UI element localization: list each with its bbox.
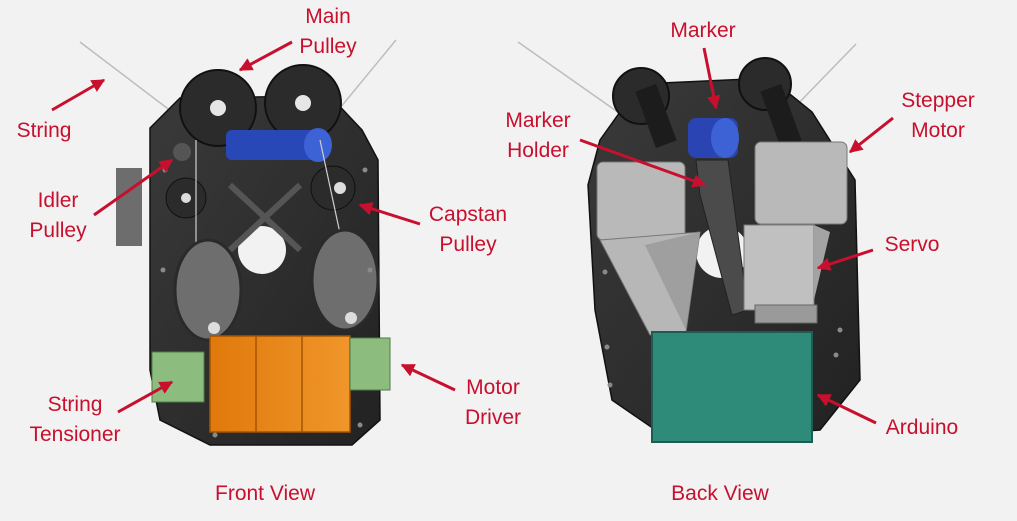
- left-oval-cover: [173, 238, 243, 342]
- main-pulley: [179, 64, 342, 147]
- string-right-back: [789, 43, 857, 113]
- right-stepper-motor: [754, 141, 848, 225]
- servo: [743, 224, 815, 311]
- back-view-robot: [517, 41, 861, 443]
- front-blue-motor: [226, 130, 328, 160]
- label-servo: Servo: [884, 233, 940, 256]
- battery-pack: [209, 335, 351, 433]
- marker-holder: [695, 159, 749, 316]
- string-tensioner-board: [151, 351, 205, 403]
- side-motor: [116, 168, 142, 246]
- right-oval-cover: [310, 228, 380, 332]
- capstan-pulley: [310, 165, 356, 211]
- string-left-back: [517, 41, 623, 116]
- callout-arrows: [51, 40, 894, 425]
- arrow-string: [51, 78, 106, 112]
- center-hole: [238, 226, 286, 274]
- arrow-stepper-motor: [848, 116, 894, 154]
- front-view-robot: [79, 39, 397, 446]
- arduino-case: [651, 331, 813, 443]
- arrow-string-tensioner: [117, 380, 174, 414]
- label-arduino: Arduino: [885, 416, 959, 439]
- label-string: String: [16, 119, 72, 142]
- arrow-marker-holder: [579, 138, 707, 188]
- arrow-idler-pulley: [93, 158, 174, 217]
- motor-driver-board: [349, 337, 391, 391]
- arrow-marker: [702, 47, 721, 110]
- arrow-capstan-pulley: [358, 202, 421, 226]
- string-left: [79, 41, 181, 119]
- label-marker: Marker: [670, 19, 736, 42]
- arrow-arduino: [816, 393, 877, 425]
- caption-back-view: Back View: [671, 482, 769, 505]
- arrow-motor-driver: [400, 363, 456, 392]
- string-right: [339, 39, 397, 109]
- arrow-servo: [816, 248, 874, 271]
- arrow-main-pulley: [238, 40, 293, 72]
- caption-front-view: Front View: [215, 482, 315, 505]
